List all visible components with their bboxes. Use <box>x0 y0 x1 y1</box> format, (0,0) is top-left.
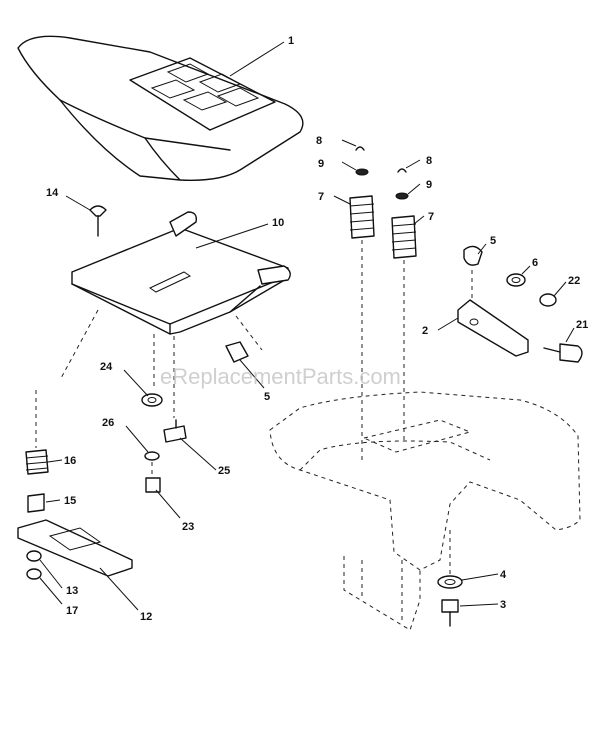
callout-15: 15 <box>64 495 76 507</box>
callout-7a: 7 <box>318 191 324 203</box>
callout-23: 23 <box>182 521 194 533</box>
bolt-part <box>543 343 583 363</box>
clip-part <box>539 293 557 307</box>
switch-part <box>225 315 263 363</box>
callout-16: 16 <box>64 455 76 467</box>
spring-small <box>25 449 49 475</box>
callout-7b: 7 <box>428 211 434 223</box>
callout-13: 13 <box>66 585 78 597</box>
bracket-part <box>457 299 529 357</box>
leader-lines <box>39 41 575 611</box>
callouts: 1 8 9 7 8 9 7 14 10 5 6 22 2 21 24 5 26 … <box>46 35 588 623</box>
callout-10: 10 <box>272 217 284 229</box>
callout-2: 2 <box>422 325 428 337</box>
callout-9b: 9 <box>426 179 432 191</box>
callout-14: 14 <box>46 187 59 199</box>
callout-9a: 9 <box>318 158 324 170</box>
callout-17: 17 <box>66 605 78 617</box>
spring-right <box>391 168 417 440</box>
fastener-part <box>145 477 161 493</box>
nut-bottom <box>26 568 42 580</box>
callout-6: 6 <box>532 257 538 269</box>
callout-12: 12 <box>140 611 152 623</box>
seat-part <box>17 35 304 181</box>
stud-part <box>163 419 187 443</box>
nut-small <box>26 550 42 562</box>
seat-pan-part <box>71 211 291 335</box>
callout-21: 21 <box>576 319 588 331</box>
nut-part <box>506 273 526 287</box>
bottom-bolt-part <box>441 599 459 627</box>
knob-part <box>463 245 483 300</box>
callout-5a: 5 <box>490 235 496 247</box>
callout-25: 25 <box>218 465 230 477</box>
callout-8a: 8 <box>316 135 322 147</box>
callout-22: 22 <box>568 275 580 287</box>
callout-26: 26 <box>102 417 114 429</box>
callout-8b: 8 <box>426 155 432 167</box>
callout-5b: 5 <box>264 391 270 403</box>
plate-part <box>17 519 133 577</box>
callout-1: 1 <box>288 35 294 47</box>
tractor-frame <box>269 391 581 631</box>
callout-3: 3 <box>500 599 506 611</box>
callout-4: 4 <box>500 569 507 581</box>
watermark-text: eReplacementParts.com <box>160 364 401 389</box>
clip-center <box>144 451 160 461</box>
spring-left <box>349 146 375 460</box>
washer-center <box>141 393 163 407</box>
washer-part <box>437 575 463 589</box>
pin-part <box>89 205 107 237</box>
bushing-part <box>27 493 45 513</box>
callout-24: 24 <box>100 361 113 373</box>
